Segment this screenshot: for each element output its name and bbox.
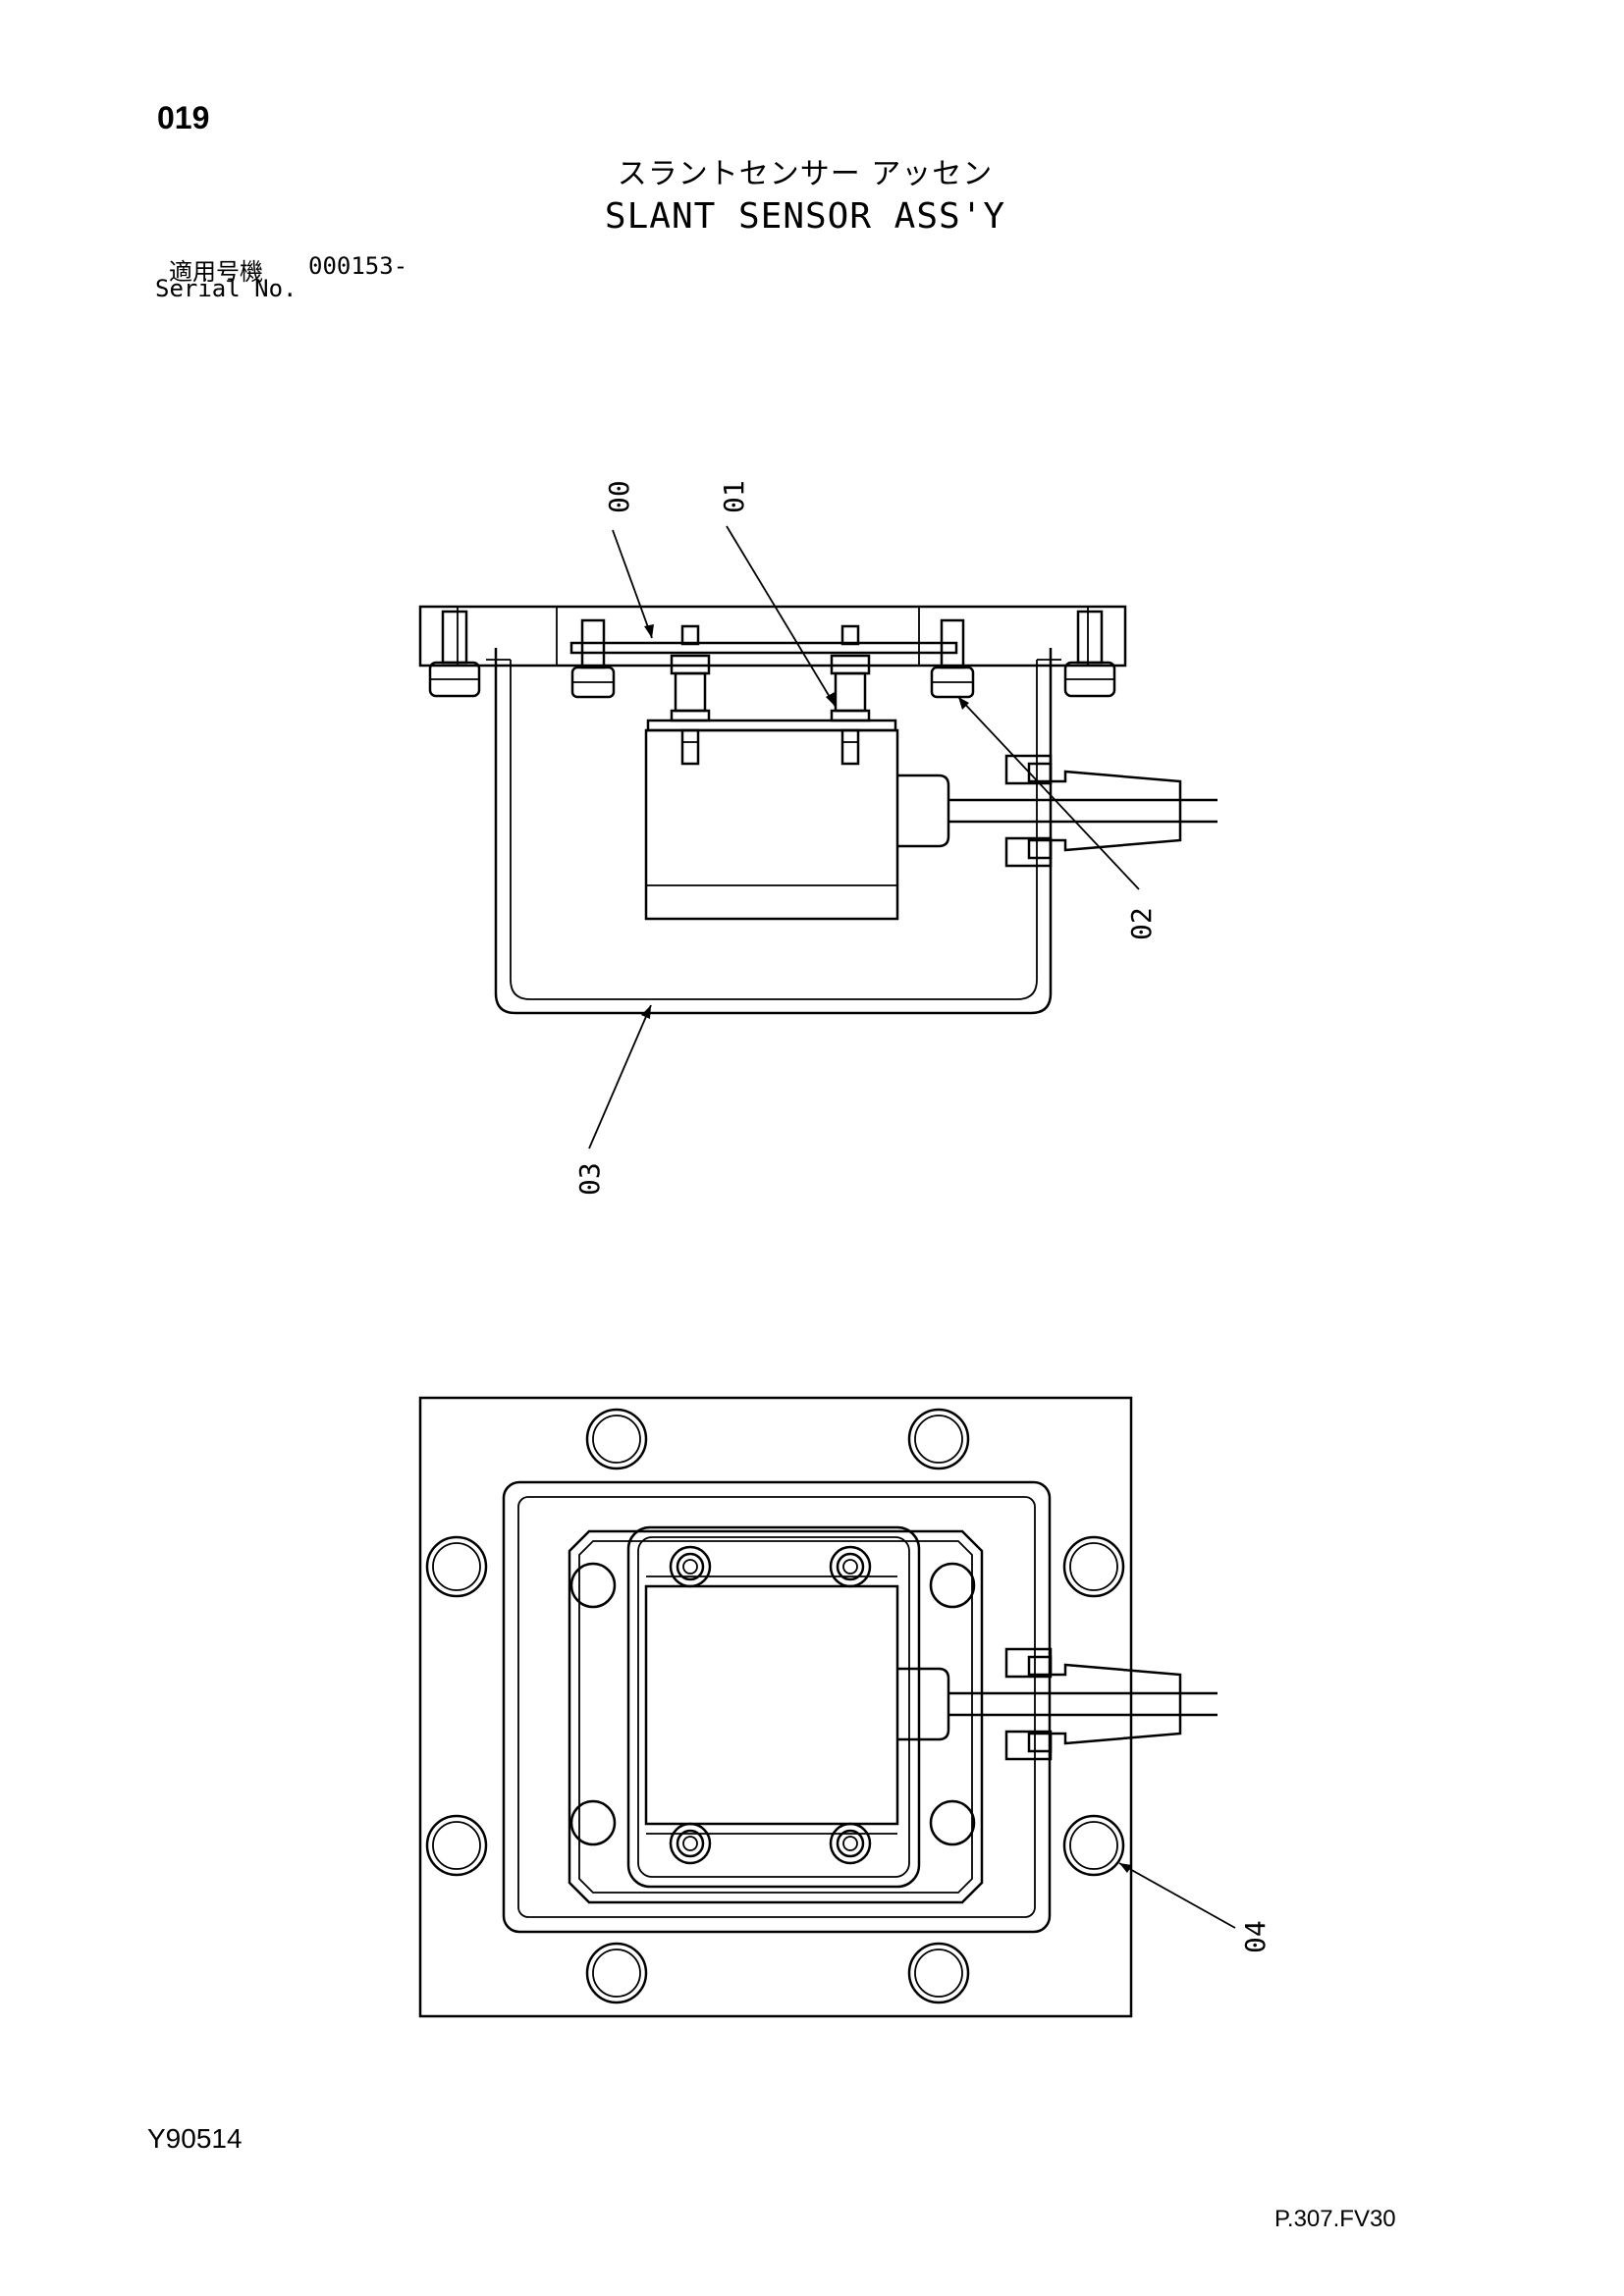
serial-label-english: Serial No. xyxy=(155,275,298,302)
page-reference: P.307.FV30 xyxy=(1274,2206,1396,2232)
serial-label-japanese: 適用号機 xyxy=(169,258,263,286)
sensor-cover xyxy=(494,648,1053,1015)
callout-01: 01 xyxy=(718,480,750,513)
bracket-outline xyxy=(568,1529,984,1904)
cable-gland xyxy=(1004,754,1182,868)
callout-04: 04 xyxy=(1239,1920,1272,1953)
leader-03 xyxy=(588,1004,652,1149)
cable-gland-plan xyxy=(1004,1647,1182,1761)
flange-plate xyxy=(418,605,1127,667)
bracket-plate xyxy=(569,641,958,655)
base-plate xyxy=(418,1396,1133,2018)
connector-plan xyxy=(897,1667,950,1741)
flange-bolt-left xyxy=(428,610,481,698)
plan-view: 04 xyxy=(418,1396,1272,2018)
stud-nuts xyxy=(669,1545,872,1865)
side-view: 00 01 02 03 xyxy=(418,480,1218,1196)
callout-03: 03 xyxy=(573,1162,606,1196)
sensor-body xyxy=(644,728,899,921)
title-japanese: スラントセンサー アッセン xyxy=(617,157,994,191)
cover-outline xyxy=(502,1480,1052,1934)
sensor-mount-plan xyxy=(626,1525,921,1889)
spacer-stud-right xyxy=(830,624,871,766)
sensor-connector xyxy=(897,774,950,848)
flange-bolt-right xyxy=(1063,610,1116,698)
callout-00: 00 xyxy=(603,480,635,513)
serial-value: 000153- xyxy=(308,252,408,280)
bracket-bolt-left xyxy=(570,618,616,699)
leader-01 xyxy=(726,525,837,708)
drawing-code: Y90514 xyxy=(147,2123,243,2154)
flange-bolt-holes xyxy=(425,1408,1125,2004)
spacer-stud-left xyxy=(670,624,711,766)
sensor-mount-plate xyxy=(646,719,897,732)
page-number: 019 xyxy=(157,100,210,135)
bracket-bolt-holes xyxy=(569,1562,976,1846)
bracket-bolt-right xyxy=(930,618,975,699)
leader-02 xyxy=(957,696,1140,890)
sensor-body-plan xyxy=(644,1584,899,1826)
leader-04 xyxy=(1118,1862,1236,1929)
title-english: SLANT SENSOR ASS'Y xyxy=(604,196,1006,237)
callout-02: 02 xyxy=(1125,907,1158,940)
leader-00 xyxy=(612,529,653,639)
